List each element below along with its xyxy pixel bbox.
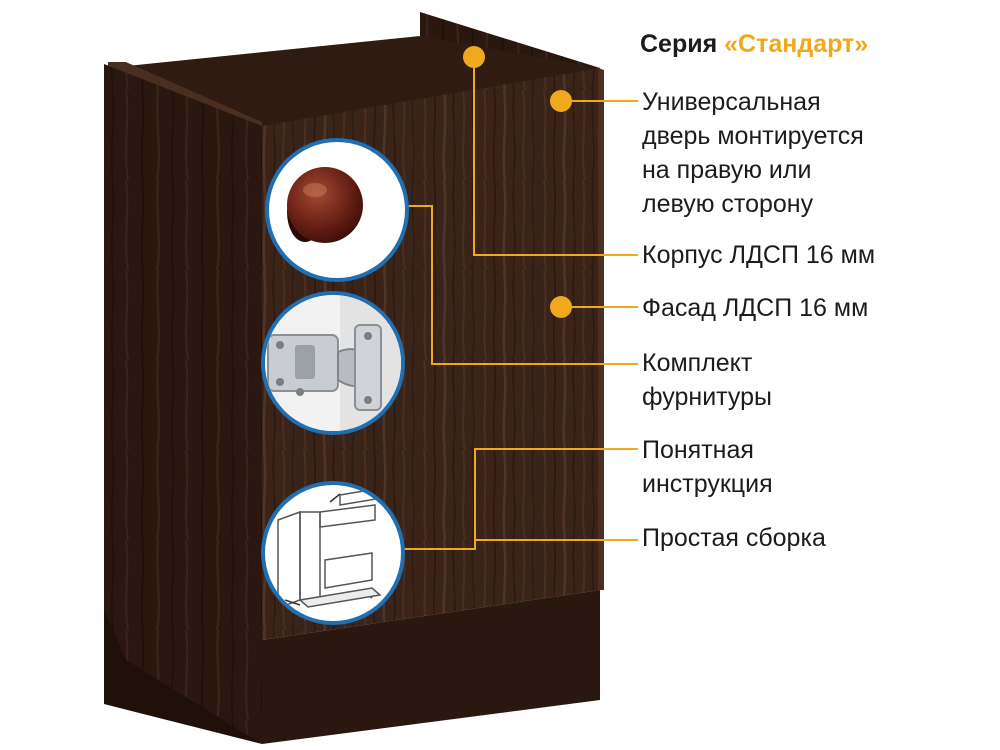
series-prefix: Серия: [640, 30, 718, 58]
label-assembly: Простая сборка: [642, 524, 826, 552]
callout-dot-body: [463, 46, 485, 68]
knob-icon: [287, 167, 363, 243]
series-title: Серия «Стандарт»: [640, 30, 868, 59]
callout-dot-facade: [550, 296, 572, 318]
series-name: «Стандарт»: [724, 30, 869, 58]
label-instructions: Понятная инструкция: [642, 436, 773, 498]
connector-instructions: [404, 448, 638, 550]
connector-body-material: [473, 57, 638, 256]
label-universal-door: Универсальная дверь монтируется на праву…: [642, 88, 864, 218]
instruction-thumbnail: [261, 481, 405, 625]
assembly-diagram-icon: [277, 487, 383, 610]
connector-hardware-kit: [405, 205, 638, 365]
label-facade-material: Фасад ЛДСП 16 мм: [642, 294, 869, 322]
knob-thumbnail: [265, 138, 409, 282]
hinge-icon: [267, 324, 382, 411]
label-hardware-kit: Комплект фурнитуры: [642, 349, 773, 411]
cabinet-plinth: [262, 590, 600, 744]
callout-lines: [404, 57, 638, 550]
cabinet-door-edge: [598, 68, 604, 590]
cabinet-side-panel: [104, 64, 262, 744]
hinge-thumbnail: [261, 291, 405, 435]
cabinet-side-bevel: [104, 610, 262, 744]
callout-dot-door: [550, 90, 572, 112]
label-body-material: Корпус ЛДСП 16 мм: [642, 241, 876, 269]
